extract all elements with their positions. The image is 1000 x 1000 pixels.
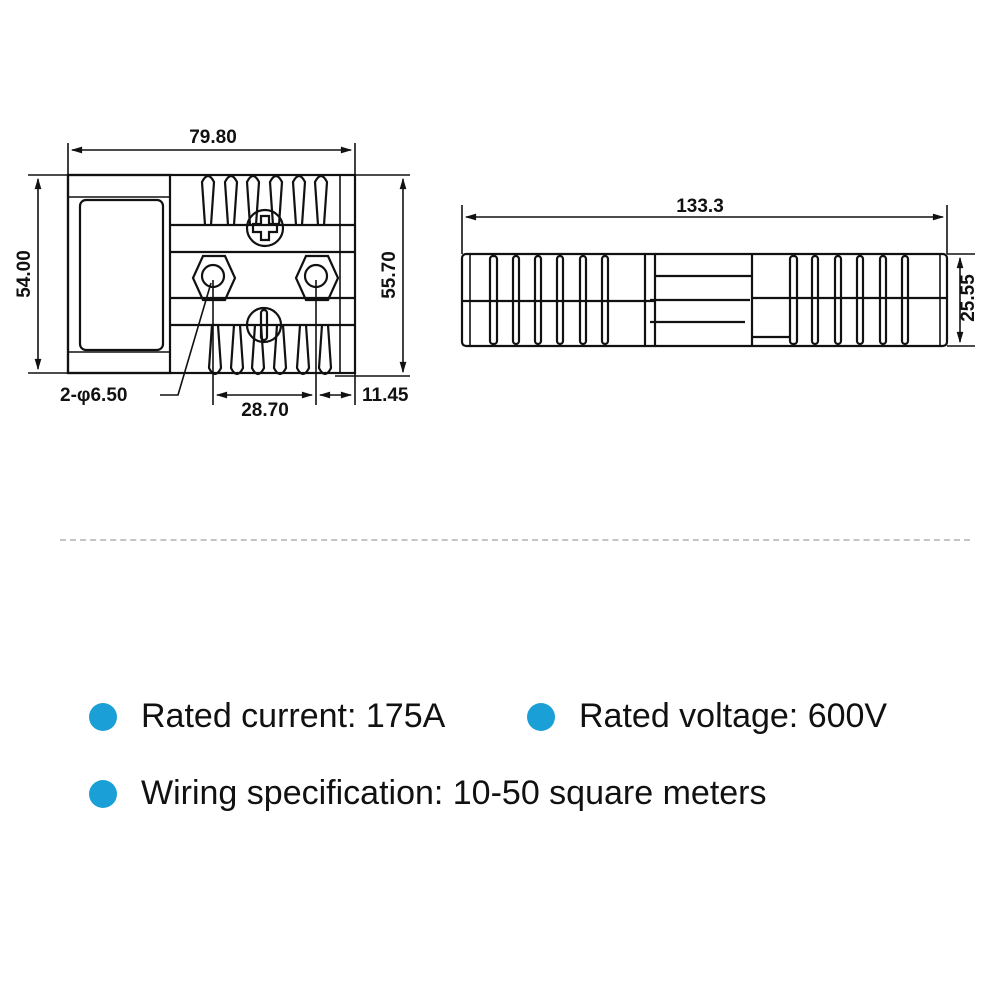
dashed-separator bbox=[60, 539, 970, 541]
front-view: 79.80 54.00 55.70 28.70 11.45 2-φ6.50 bbox=[14, 127, 410, 421]
left-height-dimension: 54.00 bbox=[14, 250, 35, 298]
side-view: 133.3 25.55 bbox=[460, 196, 979, 348]
spec-wiring: Wiring specification: 10-50 square meter… bbox=[89, 774, 767, 813]
spec-rated-current: Rated current: 175A bbox=[89, 697, 445, 736]
spec-rated-voltage: Rated voltage: 600V bbox=[527, 697, 887, 736]
phillips-screw-icon bbox=[245, 208, 285, 248]
side-ribs-right bbox=[788, 254, 910, 346]
edge-offset-dimension: 11.45 bbox=[362, 385, 409, 406]
slotted-screw-icon bbox=[245, 306, 283, 344]
bottom-fins bbox=[207, 324, 333, 376]
top-fins bbox=[200, 174, 329, 226]
spec-text: Rated voltage: 600V bbox=[579, 697, 888, 735]
hole-diameter-dimension: 2-φ6.50 bbox=[60, 385, 127, 406]
spec-text: Wiring specification: 10-50 square meter… bbox=[141, 774, 767, 812]
side-height-dimension: 25.55 bbox=[958, 274, 979, 322]
hex-nut-right-icon bbox=[294, 254, 340, 302]
spec-text: Rated current: 175A bbox=[141, 697, 446, 735]
right-height-dimension: 55.70 bbox=[379, 251, 400, 299]
bullet-icon bbox=[89, 702, 117, 731]
side-ribs-left bbox=[488, 254, 610, 346]
hole-spacing-dimension: 28.70 bbox=[241, 400, 289, 421]
length-dimension: 133.3 bbox=[676, 196, 724, 217]
width-dimension: 79.80 bbox=[189, 127, 237, 148]
connector-drawing: 79.80 54.00 55.70 28.70 11.45 2-φ6.50 bbox=[14, 127, 979, 421]
bullet-icon bbox=[527, 702, 555, 731]
bullet-icon bbox=[89, 779, 117, 808]
hex-nut-left-icon bbox=[191, 254, 237, 302]
